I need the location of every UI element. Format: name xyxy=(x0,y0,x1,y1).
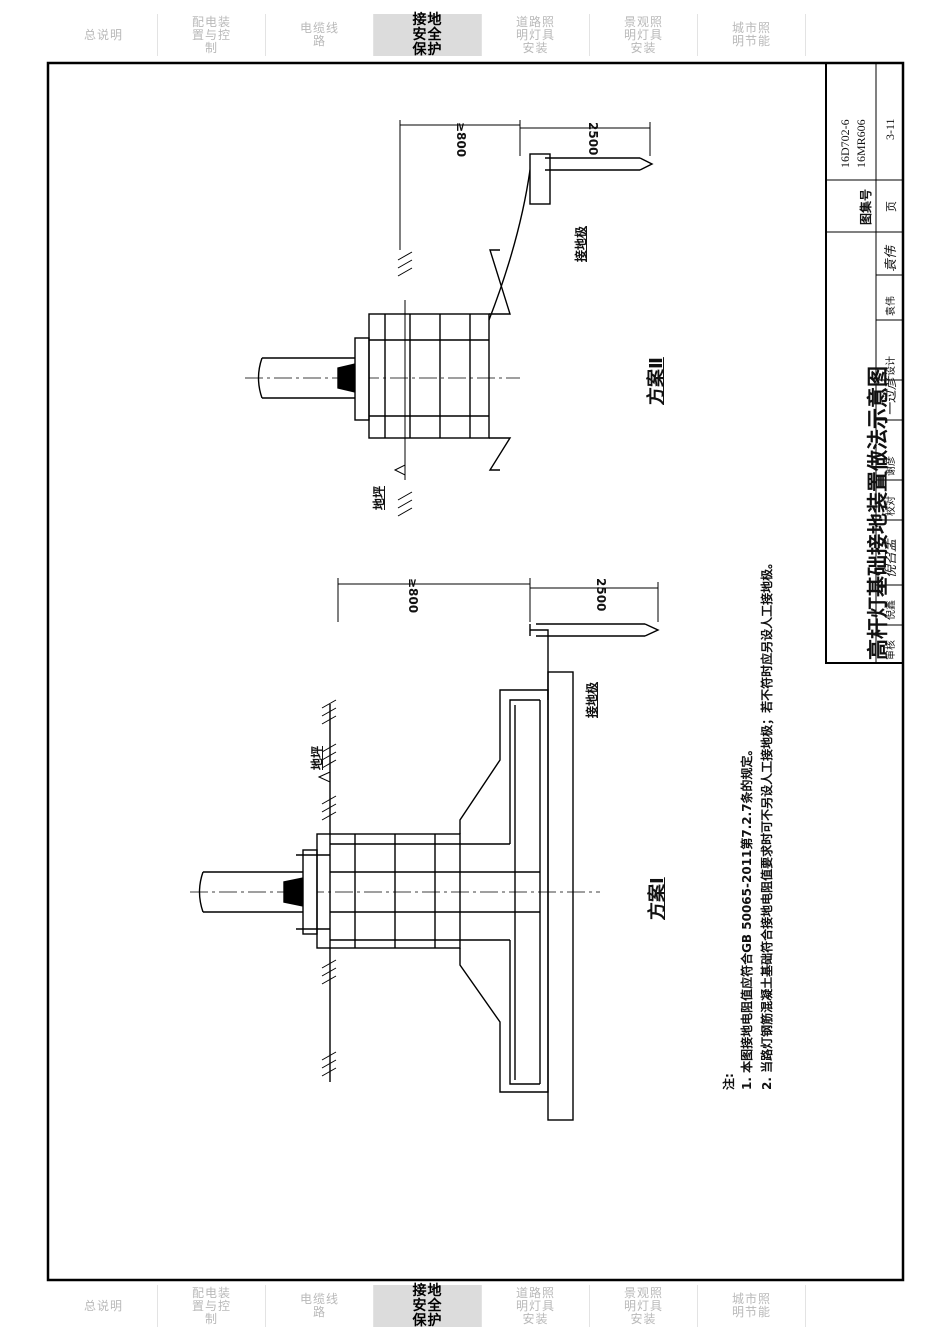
note-2: 2. 当路灯钢筋混凝土基础符合接地电阻值要求时可不另设人工接地极；若不符时应另设… xyxy=(760,556,774,1090)
top-category-tabs: 总说明 配电装置与控制 电缆线路 接地安全保护 道路照明灯具安装 景观照明灯具安… xyxy=(50,12,830,57)
scheme-2-length-dim: 2500 xyxy=(586,122,600,156)
tab-landscape-lighting[interactable]: 景观照明灯具安装 xyxy=(590,14,698,56)
scheme-1-electrode-label: 接地极 xyxy=(585,681,599,718)
scheme-2-electrode-label: 接地极 xyxy=(574,225,588,262)
page-number: 3-11 xyxy=(883,118,897,140)
tab-energy-saving-bottom[interactable]: 城市照明节能 xyxy=(698,1285,806,1327)
scheme-1-ground-label: 地坪 xyxy=(310,745,324,770)
tab-road-lighting[interactable]: 道路照明灯具安装 xyxy=(482,14,590,56)
signature-check: 一过彦 xyxy=(884,376,899,416)
tab-distribution-bottom[interactable]: 配电装置与控制 xyxy=(158,1285,266,1327)
signature-design: 袁伟 xyxy=(884,245,899,272)
tab-energy-saving[interactable]: 城市照明节能 xyxy=(698,14,806,56)
drawing-border xyxy=(46,61,905,1282)
scheme-1-drawing xyxy=(190,578,660,1121)
page-label: 页 xyxy=(885,201,898,212)
signature-review: 倪召孟 xyxy=(884,538,899,578)
scheme-1-label: 方案Ⅰ xyxy=(647,877,668,920)
tab-general[interactable]: 总说明 xyxy=(50,14,158,56)
sign-role-design: 设计 xyxy=(886,356,897,376)
notes-heading: 注: xyxy=(722,1073,736,1090)
scheme-2-depth-dim: ≥800 xyxy=(454,122,468,158)
tab-grounding-bottom[interactable]: 接地安全保护 xyxy=(374,1283,482,1328)
scheme-2-ground-label: 地坪 xyxy=(372,485,386,510)
scheme-2-label: 方案Ⅱ xyxy=(646,357,667,405)
bottom-category-tabs: 总说明 配电装置与控制 电缆线路 接地安全保护 道路照明灯具安装 景观照明灯具安… xyxy=(50,1283,830,1328)
tab-grounding[interactable]: 接地安全保护 xyxy=(374,12,482,57)
atlas-number-2: 16MR606 xyxy=(854,119,868,168)
sign-role-review: 审核 xyxy=(886,640,897,660)
tab-cable-bottom[interactable]: 电缆线路 xyxy=(266,1285,374,1327)
scheme-2-drawing xyxy=(245,120,654,517)
title-block xyxy=(825,62,904,664)
tab-distribution[interactable]: 配电装置与控制 xyxy=(158,14,266,56)
tab-landscape-lighting-bottom[interactable]: 景观照明灯具安装 xyxy=(590,1285,698,1327)
atlas-label: 图集号 xyxy=(859,188,873,225)
tab-cable[interactable]: 电缆线路 xyxy=(266,14,374,56)
sign-name-design: 袁伟 xyxy=(886,296,897,316)
tab-road-lighting-bottom[interactable]: 道路照明灯具安装 xyxy=(482,1285,590,1327)
tab-general-bottom[interactable]: 总说明 xyxy=(50,1285,158,1327)
scheme-1-depth-dim: ≥800 xyxy=(406,578,420,614)
sign-name-review: 倪鑫 xyxy=(886,600,897,620)
sign-name-check: 谢彦 xyxy=(886,456,897,476)
scheme-1-length-dim: 2500 xyxy=(594,578,608,612)
sign-role-check: 校对 xyxy=(886,496,897,516)
note-1: 1. 本图接地电阻值应符合GB 50065-2011第7.2.7条的规定。 xyxy=(740,743,754,1090)
atlas-number-1: 16D702-6 xyxy=(838,119,852,168)
